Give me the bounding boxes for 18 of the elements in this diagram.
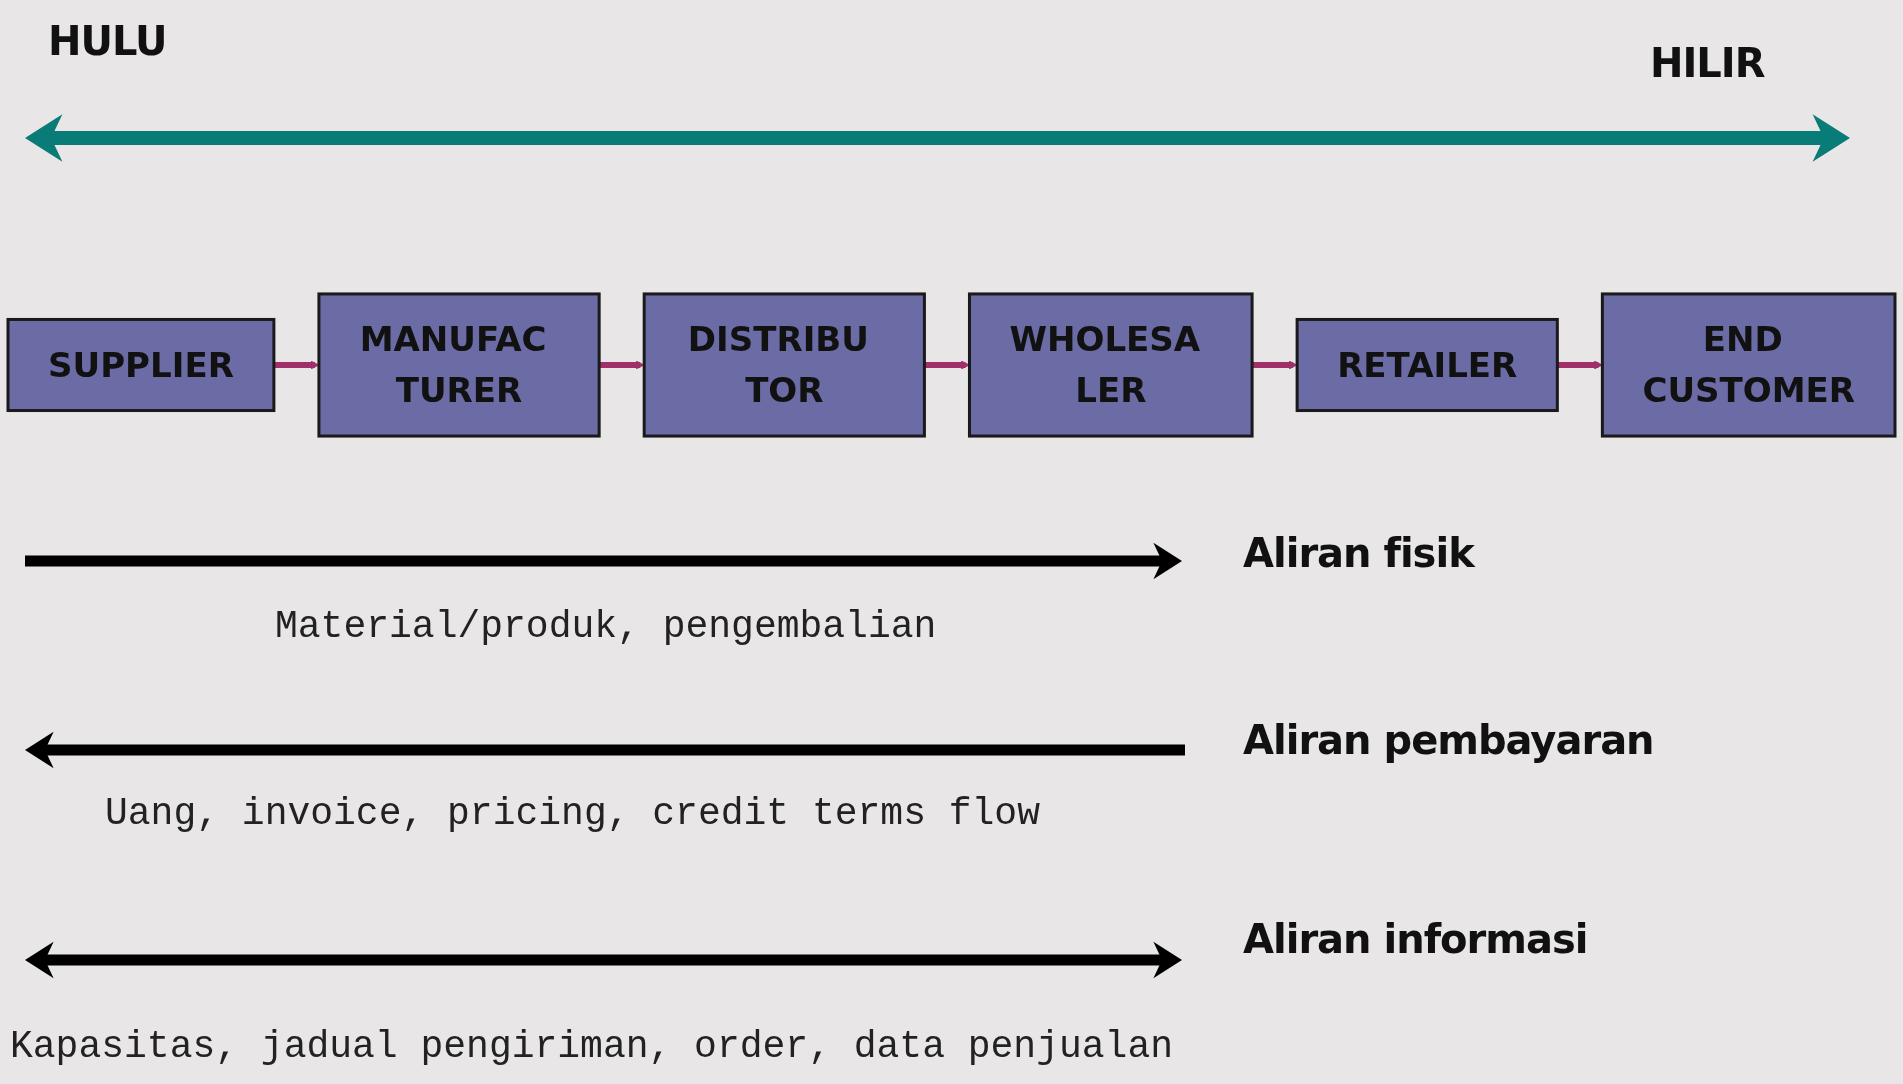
flow-label: Aliran pembayaran xyxy=(1243,717,1654,763)
flow-label: HILIR xyxy=(1650,40,1765,86)
arrow xyxy=(924,360,970,370)
node-box: WHOLESA LER xyxy=(967,292,1254,438)
node-box: RETAILER xyxy=(1295,317,1559,413)
node-box: MANUFAC TURER xyxy=(317,292,601,438)
arrow xyxy=(1557,360,1603,370)
arrow xyxy=(599,360,645,370)
flow-label: HULU xyxy=(48,18,167,64)
flow-label: Aliran informasi xyxy=(1243,916,1588,962)
node-box: DISTRIBU TOR xyxy=(642,292,926,438)
node-box: END CUSTOMER xyxy=(1600,292,1897,438)
flow-description: Kapasitas, jadual pengiriman, order, data penjualan xyxy=(10,1025,1173,1068)
flow-label: Aliran fisik xyxy=(1243,530,1474,576)
flow-description: Uang, invoice, pricing, credit terms flow xyxy=(105,792,1040,835)
flow-description: Material/produk, pengembalian xyxy=(275,605,937,648)
arrow xyxy=(1252,360,1298,370)
node-box: SUPPLIER xyxy=(6,317,276,413)
